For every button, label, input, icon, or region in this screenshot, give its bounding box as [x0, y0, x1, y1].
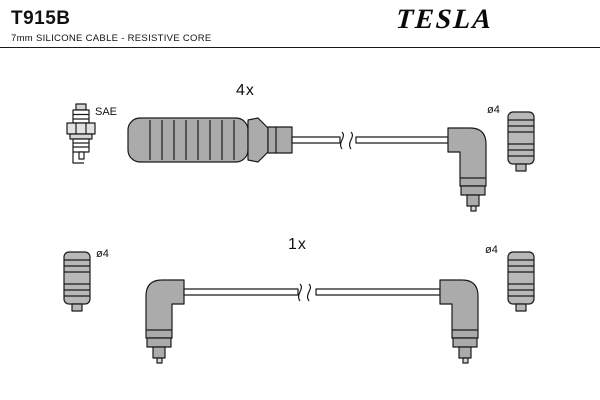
break-mark: [297, 283, 303, 302]
cable-wire-bottom: [183, 283, 441, 302]
straight-boot: [127, 117, 293, 163]
sae-plug-label: SAE: [95, 106, 118, 118]
terminal-connector-top-right: [507, 111, 535, 172]
terminal-connector-bottom-right: [507, 251, 535, 312]
break-mark: [339, 131, 345, 150]
quantity-label-bottom: 1x: [288, 236, 307, 253]
terminal-diameter-label-bottom-left: ø4: [96, 248, 109, 260]
quantity-label-top: 4x: [236, 82, 255, 99]
part-number: T915B: [11, 8, 71, 29]
terminal-diameter-label-top-right: ø4: [487, 104, 500, 116]
break-mark: [348, 131, 354, 150]
cable-wire-top: [291, 131, 449, 150]
product-subtitle: 7mm SILICONE CABLE - RESISTIVE CORE: [11, 33, 212, 44]
terminal-diameter-label-bottom-right: ø4: [485, 244, 498, 256]
angled-boot-bottom-left: [145, 279, 185, 364]
break-mark: [306, 283, 312, 302]
terminal-connector-bottom-left: [63, 251, 91, 312]
spark-plug-icon: [66, 103, 96, 164]
angled-boot-bottom-right: [439, 279, 479, 364]
header-divider: [0, 47, 600, 48]
angled-boot-top-right: [447, 127, 487, 212]
